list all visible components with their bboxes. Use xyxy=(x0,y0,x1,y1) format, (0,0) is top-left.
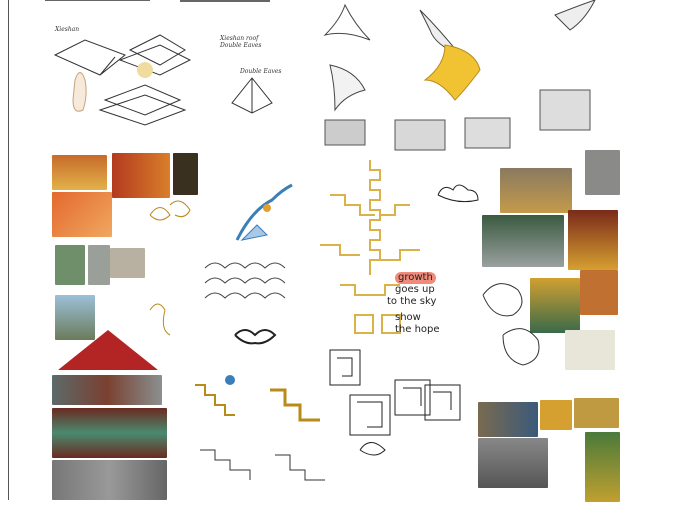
photo-dragon-sketch-yellow xyxy=(565,330,615,370)
cloud-scroll-sketch xyxy=(437,184,479,203)
roof-sketch-xieshan xyxy=(53,39,126,112)
photo-tile-ridge xyxy=(478,402,538,437)
label-xieshan: Xieshan xyxy=(55,26,80,33)
roof-sketch-pyramid xyxy=(231,77,273,114)
photo-stone-carvings xyxy=(52,460,167,500)
photo-palace-roof xyxy=(52,155,107,190)
page-border-line xyxy=(8,0,9,500)
black-fret-squares xyxy=(329,349,461,456)
photo-stone-dragon xyxy=(482,215,564,267)
note-the-hope: the hope xyxy=(395,324,440,335)
cloud-pattern-sketches xyxy=(149,200,277,345)
photo-dark-detail xyxy=(173,153,198,195)
photo-golden-dragon xyxy=(500,168,572,213)
roof-sketch-double xyxy=(98,34,192,126)
photo-yellow-tiles xyxy=(540,400,572,430)
photo-roof-tiles xyxy=(574,398,619,428)
handwritten-note: growth goes up to the sky show the hope xyxy=(387,272,440,336)
note-to-the-sky: to the sky xyxy=(387,296,437,307)
photo-carving-row xyxy=(52,375,162,405)
top-sketch-line xyxy=(180,0,270,2)
photo-bracket-wings xyxy=(52,408,167,458)
phoenix-sketch xyxy=(235,183,293,241)
photo-roof-beast xyxy=(580,270,618,315)
photo-eave-yellow xyxy=(568,210,618,270)
note-growth: growth xyxy=(395,272,436,284)
photo-pavilion xyxy=(110,248,145,278)
photo-grey-tiles xyxy=(478,438,548,488)
eave-sketches xyxy=(323,0,596,151)
fret-pattern-sketches xyxy=(195,375,325,481)
photo-pagoda-green xyxy=(55,245,85,285)
label-double-eaves: Double Eaves xyxy=(240,68,282,75)
photo-dragon-sculpture xyxy=(585,150,620,195)
top-sketch-line xyxy=(45,0,150,1)
photo-pagoda-grey xyxy=(88,245,110,285)
photo-red-wall xyxy=(112,153,170,198)
photo-roof-ridge xyxy=(530,278,580,333)
note-show: show xyxy=(395,312,421,323)
dragon-head-sketches xyxy=(482,283,540,366)
note-goes-up: goes up xyxy=(395,284,435,295)
photo-orange-roof xyxy=(52,192,112,237)
tile-pattern-sketch xyxy=(204,262,286,299)
photo-stupa xyxy=(55,295,95,340)
label-xieshan-double: Xieshan roof Double Eaves xyxy=(220,35,262,49)
photo-green-dragon xyxy=(585,432,620,502)
gold-maze-pattern xyxy=(320,160,420,334)
